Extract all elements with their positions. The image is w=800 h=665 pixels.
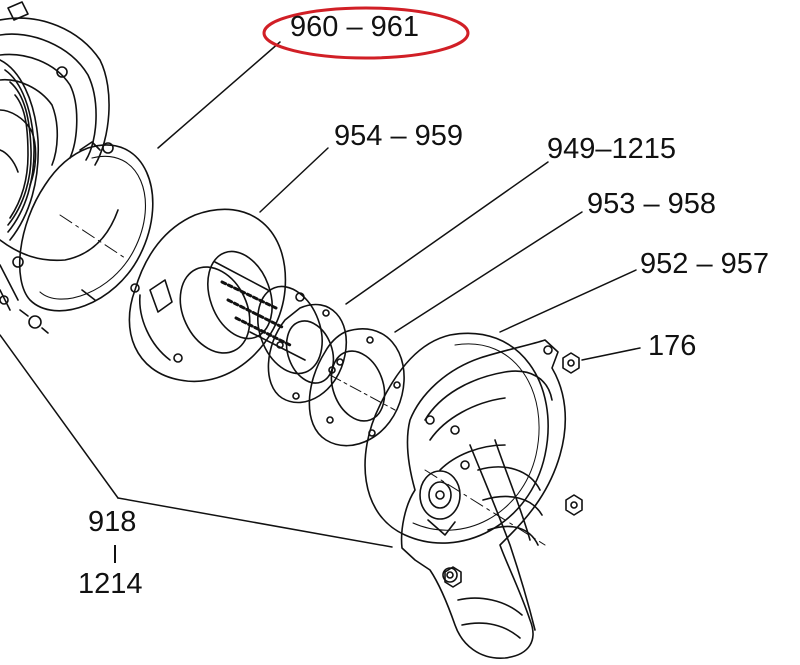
callout-952-957: 952 – 957	[640, 248, 770, 280]
mounting-flange	[267, 303, 348, 404]
callout-953-958: 953 – 958	[587, 188, 717, 220]
o-ring	[364, 332, 549, 544]
callout-1214: 1214	[78, 568, 143, 600]
nut-fasteners	[444, 352, 583, 588]
callout-954-959: 954 – 959	[334, 120, 464, 152]
housing-assembly	[0, 1, 119, 334]
impeller-sleeve	[207, 250, 323, 375]
seal-ring	[128, 208, 287, 383]
callout-949-1215: 949–1215	[547, 133, 677, 165]
highlight-ellipse	[262, 6, 470, 60]
callout-960-961: 960 – 961	[290, 11, 420, 43]
callout-176: 176	[648, 330, 697, 362]
blower-housing	[400, 339, 567, 659]
callout-918: 918	[88, 506, 137, 538]
callout-separator	[114, 545, 116, 563]
leader-lines	[0, 41, 641, 548]
cover-plate	[18, 141, 154, 312]
